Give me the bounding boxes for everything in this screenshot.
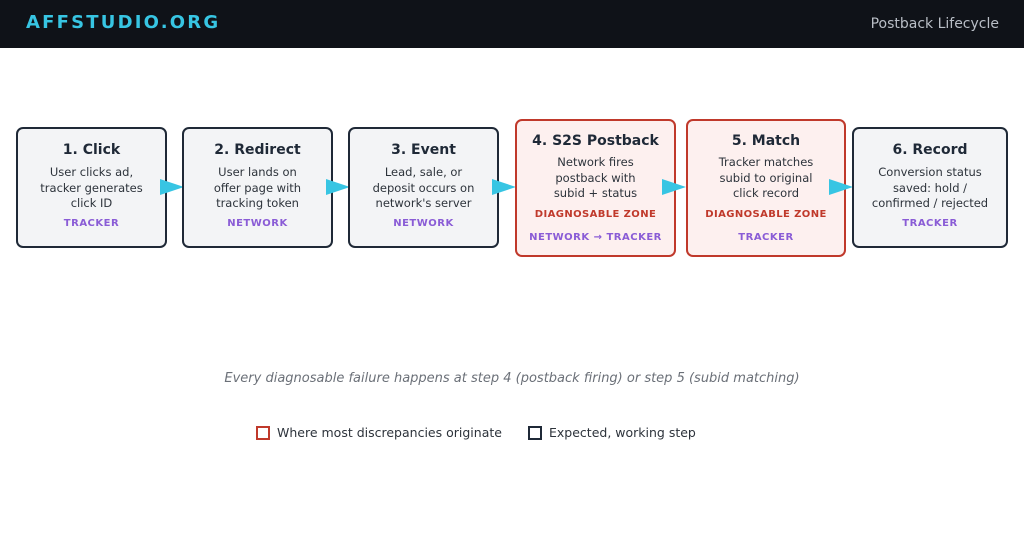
step-description-line: deposit occurs on [372,180,475,195]
step-title: 5. Match [731,133,801,149]
step-owner-label: TRACKER [63,218,120,229]
header-bar: AFFSTUDIO.ORG Postback Lifecycle [0,0,1024,48]
step-description-line: subid + status [553,186,638,200]
step-description-line: confirmed / rejected [871,196,989,210]
step-owner-label: TRACKER [902,218,958,229]
step-owner-label: NETWORK [393,218,454,229]
diagnosable-zone-label: DIAGNOSABLE ZONE [705,209,827,220]
step-description-line: postback with [555,170,636,185]
step-description-line: click ID [70,196,113,210]
step-event: 3. Event Lead, sale, or deposit occurs o… [348,127,499,248]
step-title: 3. Event [391,142,456,158]
step-description-line: Conversion status [878,165,982,179]
step-description: Conversion status saved: hold / confirme… [854,165,1006,212]
step-description-line: Tracker matches [718,155,814,169]
step-title: 6. Record [892,142,968,158]
step-description-line: subid to original [719,170,813,185]
step-title: 2. Redirect [214,142,301,158]
step-description: Tracker matches subid to original click … [688,155,844,202]
flow-arrow-icon [326,179,350,195]
flow-arrow-icon [662,179,686,195]
step-description-line: User lands on [218,165,297,179]
step-description-line: network's server [375,196,472,210]
step-owner-label: TRACKER [738,232,794,243]
step-description-line: Lead, sale, or [384,165,463,179]
step-description-line: tracking token [216,196,299,210]
brand-logo[interactable]: AFFSTUDIO.ORG [26,12,221,33]
step-title: 1. Click [62,142,121,158]
legend-swatch-normal-icon [528,426,542,440]
step-description: User clicks ad, tracker generates click … [18,165,165,212]
step-description-line: Network fires [557,155,634,169]
step-description: User lands on offer page with tracking t… [184,165,331,212]
flow-arrow-icon [160,179,184,195]
page-title: Postback Lifecycle [870,16,999,32]
step-description-line: saved: hold / [892,180,968,195]
step-record: 6. Record Conversion status saved: hold … [852,127,1008,248]
legend-swatch-zone-icon [256,426,270,440]
legend-label: Expected, working step [549,425,696,440]
step-description: Lead, sale, or deposit occurs on network… [350,165,497,212]
step-s2s-postback: 4. S2S Postback Network fires postback w… [515,119,676,257]
step-description-line: click record [732,186,800,200]
step-description: Network fires postback with subid + stat… [517,155,674,202]
step-title: 4. S2S Postback [532,133,659,149]
legend-label: Where most discrepancies originate [277,425,502,440]
step-owner-label: NETWORK [227,218,288,229]
step-click: 1. Click User clicks ad, tracker generat… [16,127,167,248]
diagram-caption: Every diagnosable failure happens at ste… [224,371,800,386]
step-description-line: offer page with [213,180,302,195]
diagnosable-zone-label: DIAGNOSABLE ZONE [534,209,657,220]
step-owner-label: NETWORK → TRACKER [529,232,662,243]
step-description-line: User clicks ad, [49,165,134,179]
step-redirect: 2. Redirect User lands on offer page wit… [182,127,333,248]
step-description-line: tracker generates [40,180,143,195]
flow-arrow-icon [492,179,516,195]
flow-arrow-icon [829,179,853,195]
step-match: 5. Match Tracker matches subid to origin… [686,119,846,257]
